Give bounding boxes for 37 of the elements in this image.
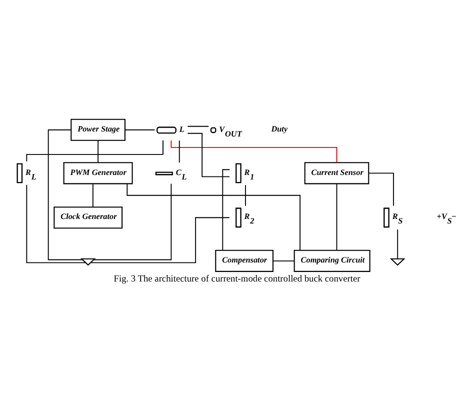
caption: Fig. 3 The architecture of current-mode controlled buck converter: [114, 274, 360, 284]
connector: [92, 182, 94, 207]
node-box: Power Stage: [70, 118, 126, 140]
node-resistor: [236, 162, 242, 183]
node-capacitor: [155, 171, 173, 175]
node-ground: [80, 258, 96, 266]
connector: [26, 184, 86, 263]
node-resistor: [236, 207, 242, 228]
node-box: Comparing Circuit: [294, 249, 370, 272]
connector: [397, 228, 398, 259]
label: Duty: [271, 124, 288, 133]
node-circle: [210, 126, 216, 133]
node-ground: [390, 258, 406, 266]
connector: [272, 260, 295, 261]
connector: [90, 216, 230, 263]
connector: [222, 168, 230, 250]
connector: [187, 132, 230, 177]
connector: [26, 139, 164, 162]
connector: [170, 140, 338, 163]
node-label: L: [179, 124, 184, 134]
connector: [187, 125, 210, 126]
connector: [368, 172, 394, 206]
node-resistor: [384, 207, 390, 228]
connector: [48, 128, 84, 260]
node-box: Compensator: [215, 249, 274, 272]
node-inductor: [156, 126, 176, 134]
node-box: Current Sensor: [304, 162, 370, 184]
node-resistor: [16, 162, 23, 183]
connector: [178, 140, 180, 163]
connector: [336, 182, 338, 250]
connector: [126, 182, 300, 250]
connector: [124, 128, 156, 130]
node-box: PWM Generator: [63, 162, 133, 184]
connector: [93, 182, 172, 260]
node-box: Clock Generator: [54, 206, 123, 228]
connector: [98, 140, 99, 163]
connector: [245, 184, 246, 206]
